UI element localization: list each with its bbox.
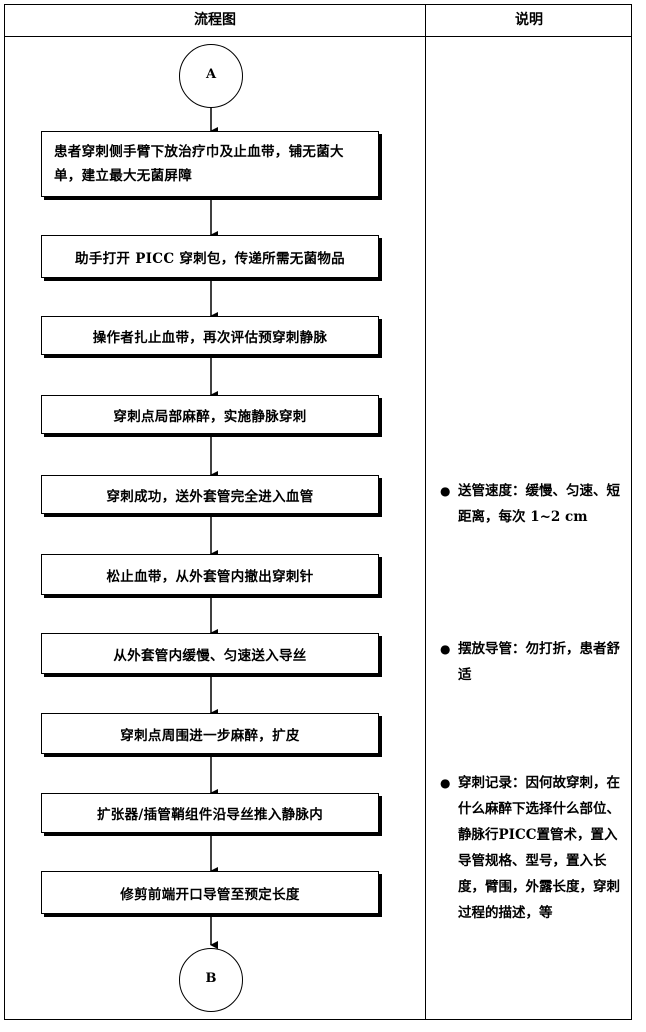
- flow-step-4: 穿刺点局部麻醉，实施静脉穿刺: [41, 395, 379, 434]
- flow-step-5: 穿刺成功，送外套管完全进入血管: [41, 475, 379, 514]
- note-catheter-placement: ● 摆放导管：勿打折，患者舒适: [440, 636, 630, 688]
- note-text: 摆放导管：勿打折，患者舒适: [458, 641, 620, 683]
- flow-step-10: 修剪前端开口导管至预定长度: [41, 871, 379, 914]
- note-delivery-speed: ● 送管速度：缓慢、匀速、短距离，每次 1~2 cm: [440, 478, 630, 530]
- flow-step-9: 扩张器/插管鞘组件沿导丝推入静脉内: [41, 793, 379, 833]
- note-text: 送管速度：缓慢、匀速、短距离，每次 1~2 cm: [458, 483, 620, 525]
- flow-step-7: 从外套管内缓慢、匀速送入导丝: [41, 633, 379, 674]
- end-node-b: B: [179, 948, 243, 1012]
- flow-step-2: 助手打开 PICC 穿刺包，传递所需无菌物品: [41, 235, 379, 278]
- note-text: 穿刺记录：因何故穿刺，在什么麻醉下选择什么部位、静脉行PICC置管术，置入导管规…: [458, 775, 620, 921]
- flow-step-6: 松止血带，从外套管内撤出穿刺针: [41, 554, 379, 595]
- flow-step-8: 穿刺点周围进一步麻醉，扩皮: [41, 713, 379, 754]
- bullet-icon: ●: [440, 484, 451, 498]
- table-header: 流程图 说明: [5, 5, 631, 37]
- flowchart-header: 流程图: [194, 12, 236, 28]
- note-puncture-record: ● 穿刺记录：因何故穿刺，在什么麻醉下选择什么部位、静脉行PICC置管术，置入导…: [440, 770, 630, 926]
- start-node-a: A: [179, 44, 243, 108]
- flow-step-1: 患者穿刺侧手臂下放治疗巾及止血带，铺无菌大单，建立最大无菌屏障: [41, 131, 379, 197]
- bullet-icon: ●: [440, 642, 451, 656]
- bullet-icon: ●: [440, 776, 451, 790]
- column-divider: [425, 5, 426, 1019]
- notes-header: 说明: [515, 12, 543, 28]
- flow-table: 流程图 说明: [4, 4, 632, 1020]
- flow-step-3: 操作者扎止血带，再次评估预穿刺静脉: [41, 316, 379, 355]
